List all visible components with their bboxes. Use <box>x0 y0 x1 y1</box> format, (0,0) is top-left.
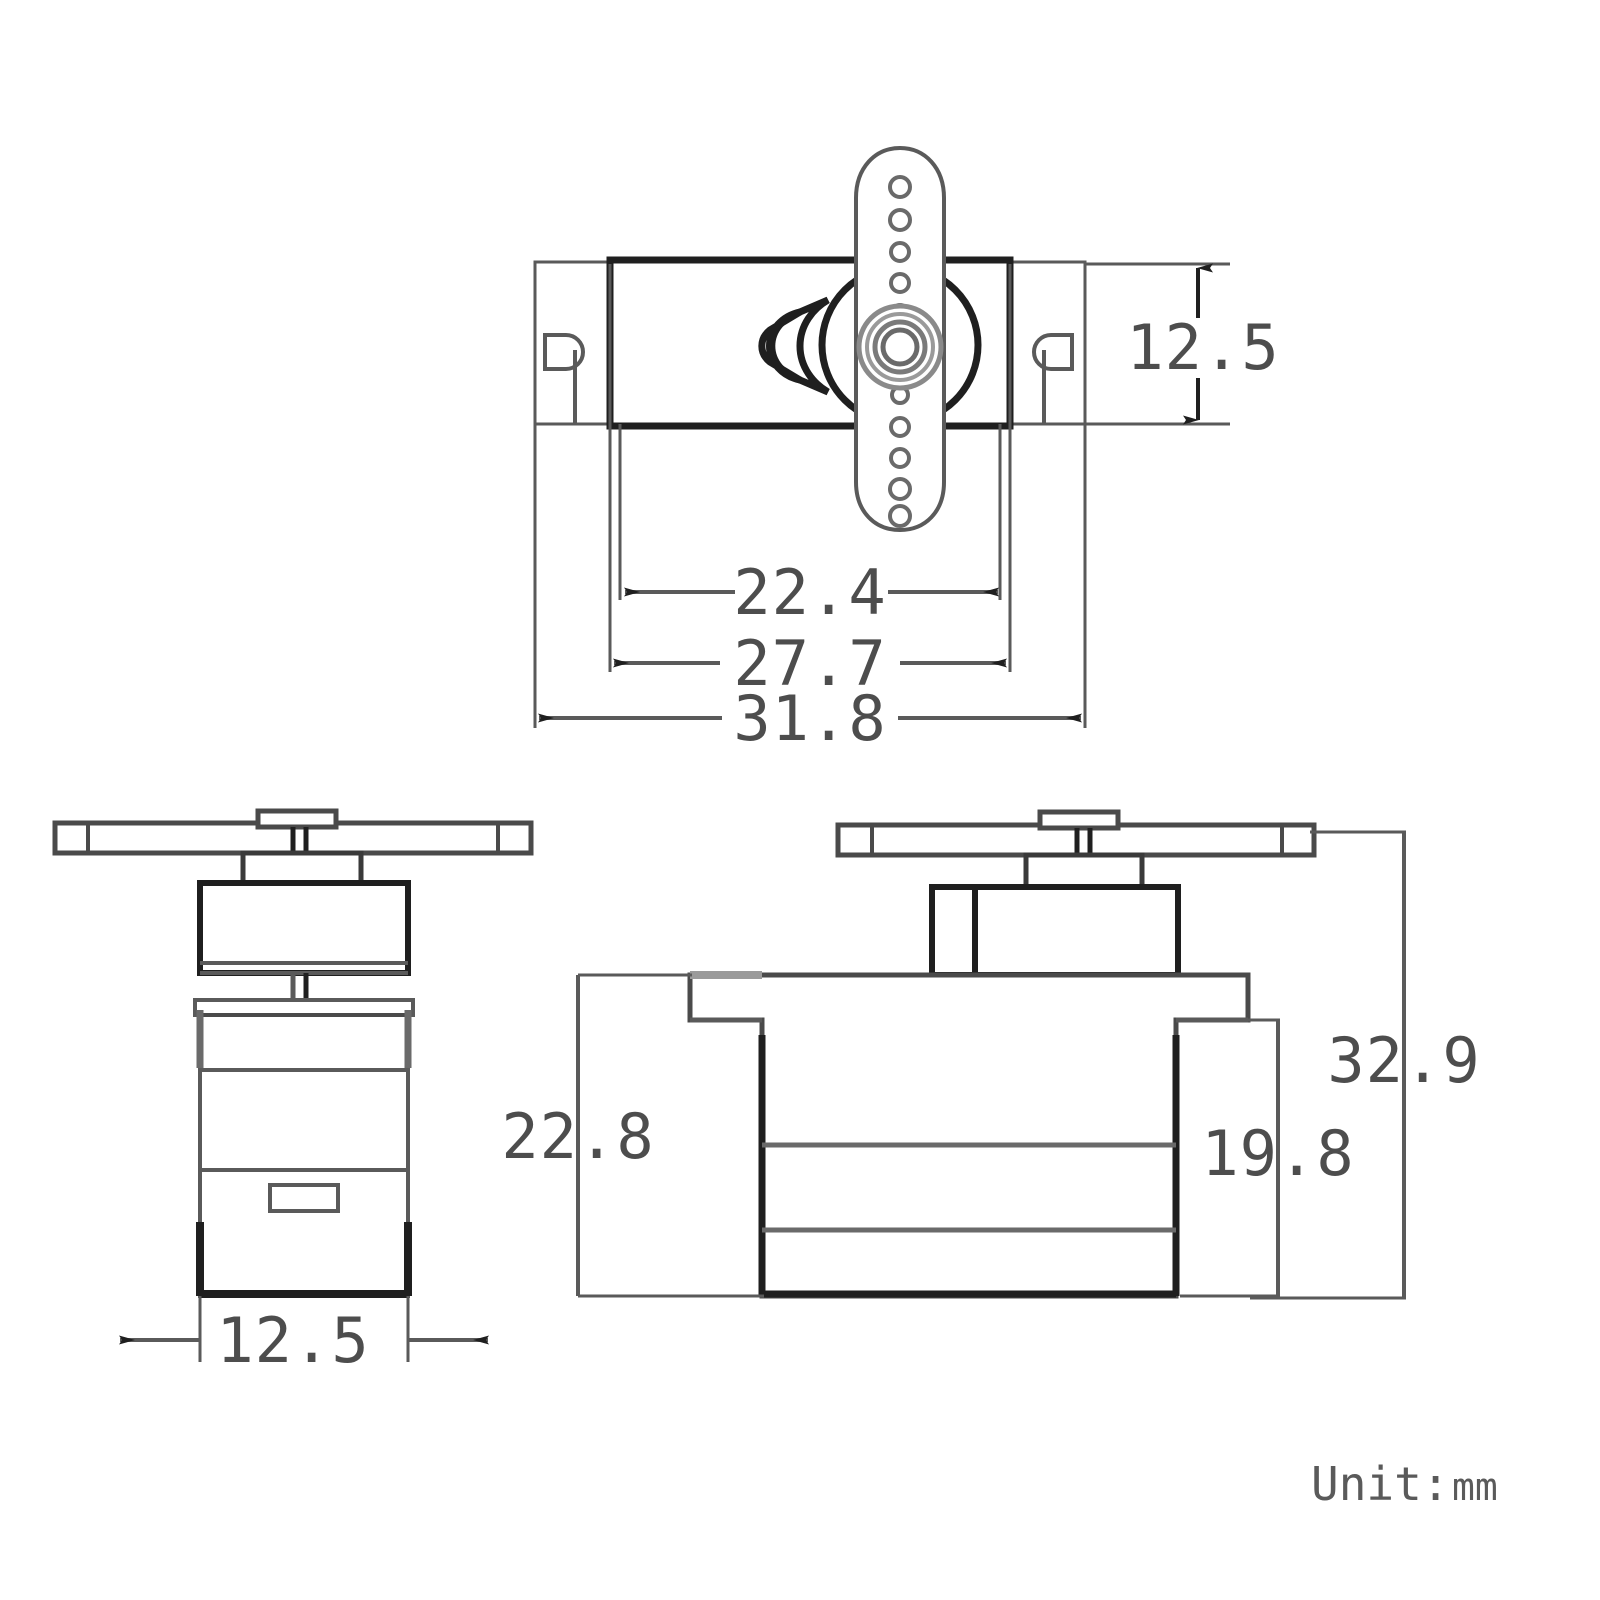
unit-note-prefix: Unit: <box>1311 1457 1449 1511</box>
side-view-horn-cap <box>1037 809 1121 831</box>
dimension-label-12-5-top: 12.5 <box>1126 311 1279 384</box>
horn-hole <box>889 272 911 294</box>
horn-hole <box>889 447 911 469</box>
dimension-19-8: 19.8 <box>1180 1018 1354 1298</box>
horn-hole <box>888 208 912 232</box>
dimension-label-22-4: 22.4 <box>733 556 886 629</box>
unit-note: Unit: mm <box>1311 1457 1498 1511</box>
horn-hole <box>889 416 911 438</box>
front-view-upper-case <box>197 880 411 976</box>
dimension-22-4: 22.4 <box>624 556 999 629</box>
gear-housing-nose <box>758 308 802 384</box>
mounting-hole-right <box>1032 333 1074 424</box>
dimension-label-22-8: 22.8 <box>501 1100 654 1173</box>
mounting-hole-left <box>543 333 585 424</box>
front-view-flange-band <box>193 998 415 1017</box>
dimension-27-7: 27.7 <box>613 627 1007 700</box>
spline-hub <box>856 303 944 391</box>
front-view: 12.5 <box>52 808 534 1377</box>
top-view-extension-lines <box>533 264 1087 728</box>
side-view-gear-case <box>929 884 1181 978</box>
horn-hole <box>888 477 912 501</box>
side-view-spline-boss <box>1023 852 1145 890</box>
dimension-32-9: 32.9 <box>1250 830 1480 1300</box>
dimension-31-8: 31.8 <box>538 682 1082 755</box>
dimension-label-31-8: 31.8 <box>733 682 886 755</box>
dimension-label-32-9: 32.9 <box>1327 1024 1480 1097</box>
dimension-12-5-front: 12.5 <box>119 1296 489 1377</box>
front-view-mid-body <box>198 1013 410 1072</box>
front-view-lower-body <box>198 1068 410 1172</box>
horn-hole <box>888 175 912 199</box>
front-view-horn-cap <box>255 808 339 830</box>
dimension-22-8: 22.8 <box>501 973 764 1298</box>
front-view-bottom-notch <box>268 1183 340 1213</box>
horn-hole <box>889 241 911 263</box>
unit-note-value: mm <box>1452 1465 1498 1509</box>
dimension-label-12-5-front: 12.5 <box>216 1304 369 1377</box>
dimension-label-27-7: 27.7 <box>733 627 886 700</box>
horn-hole <box>888 504 912 528</box>
dimension-12-5-top: 12.5 <box>1085 262 1279 426</box>
servo-horn <box>854 145 946 533</box>
top-view: 12.5 22.4 27.7 31.8 <box>533 145 1279 755</box>
side-view: 22.8 19.8 32.9 <box>501 809 1480 1300</box>
side-view-body <box>687 972 1251 1299</box>
dimension-label-19-8: 19.8 <box>1201 1117 1354 1190</box>
front-view-spline-boss <box>240 850 364 886</box>
